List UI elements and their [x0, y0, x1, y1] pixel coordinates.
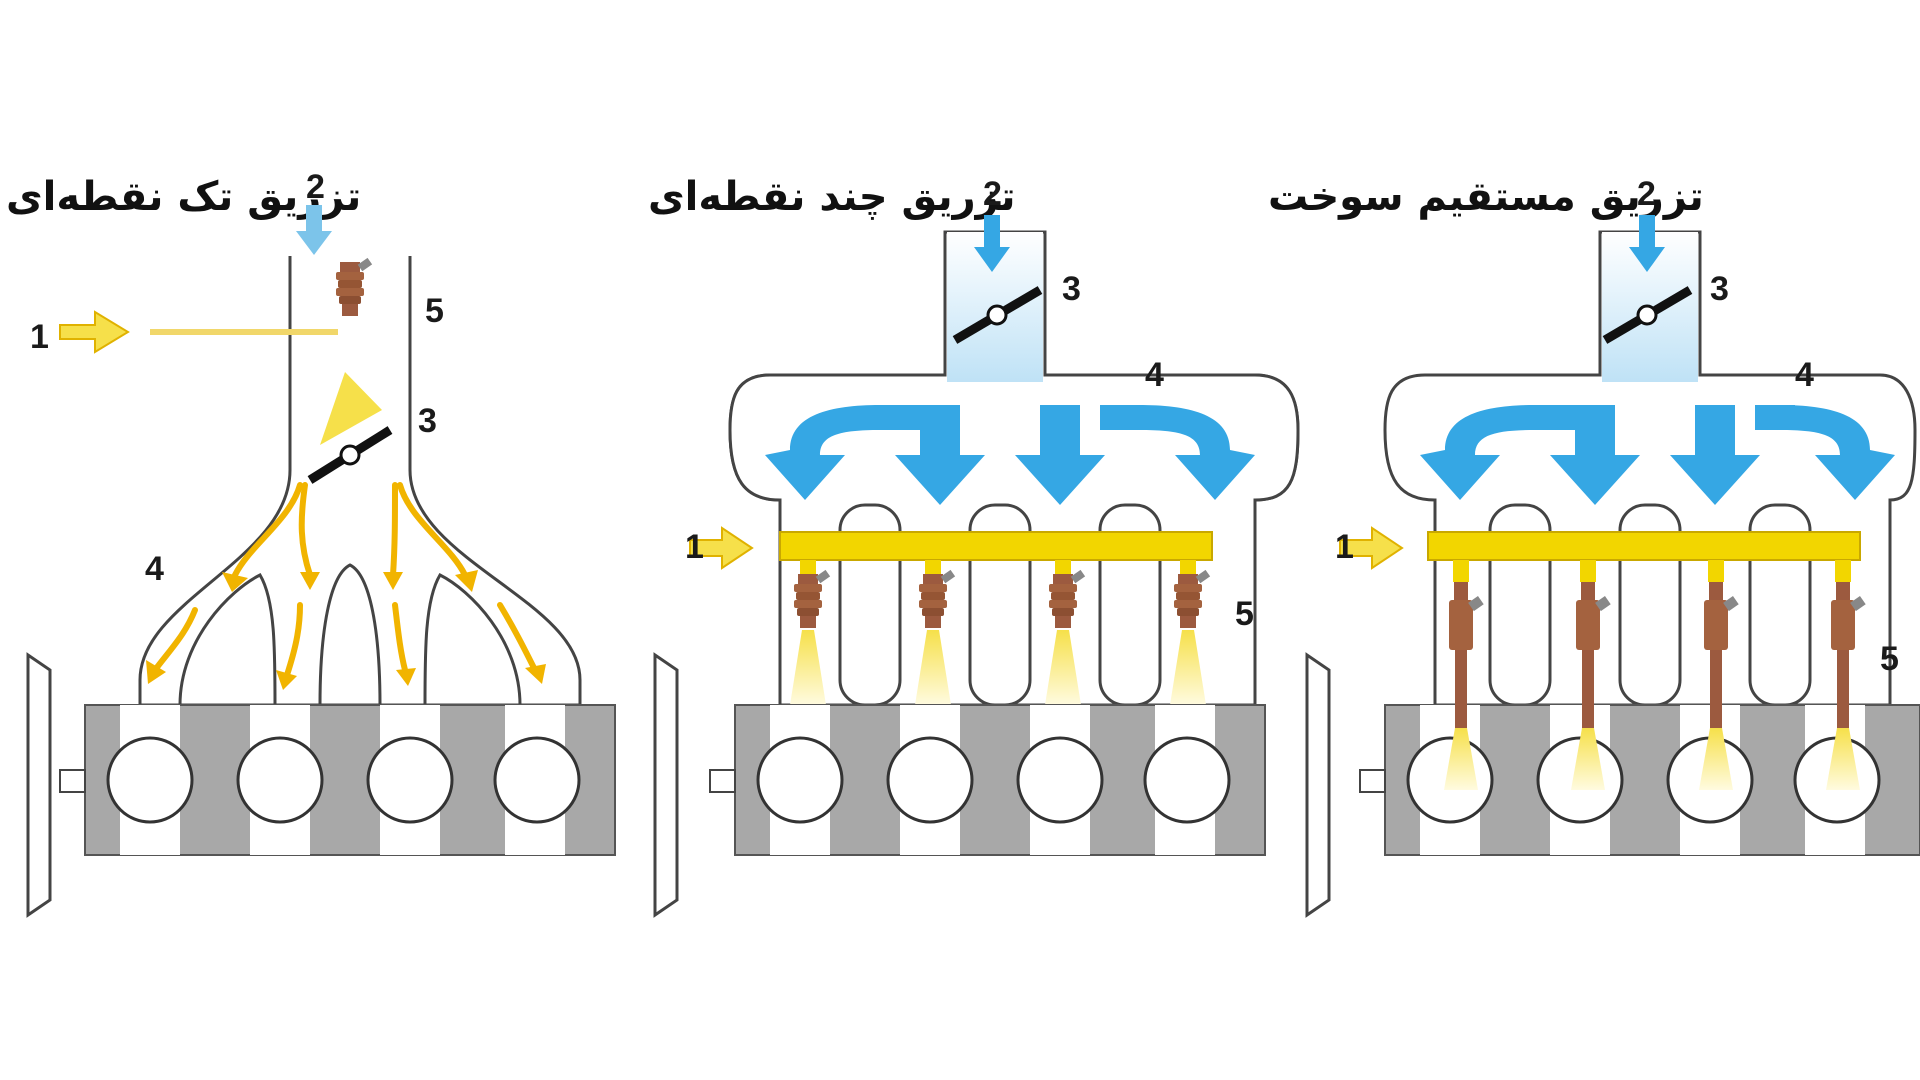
label-manifold: 4 — [145, 550, 164, 588]
label-injector: 5 — [1235, 595, 1254, 633]
label-throttle: 3 — [1710, 270, 1729, 308]
title-multi-point: تزریق چند نقطه‌ای — [648, 174, 1016, 220]
label-injector: 5 — [425, 292, 444, 330]
panel-single-point: 1 2 3 4 5 — [26, 168, 616, 918]
title-single-point: تزریق تک نقطه‌ای — [6, 174, 362, 220]
title-direct-injection: تزریق مستقیم سوخت — [1268, 174, 1704, 220]
label-injector: 5 — [1880, 640, 1899, 678]
label-air: 2 — [306, 168, 325, 206]
label-fuel: 1 — [30, 318, 49, 356]
label-throttle: 3 — [1062, 270, 1081, 308]
label-fuel: 1 — [1335, 528, 1354, 566]
label-manifold: 4 — [1145, 356, 1164, 394]
label-manifold: 4 — [1795, 356, 1814, 394]
label-throttle: 3 — [418, 402, 437, 440]
label-fuel: 1 — [685, 528, 704, 566]
panel-multi-point: 1 2 3 4 5 — [653, 175, 1300, 918]
panel-direct-injection: 1 2 3 4 5 — [1305, 175, 1920, 918]
label-air: 2 — [1637, 175, 1656, 213]
label-air: 2 — [983, 175, 1002, 213]
